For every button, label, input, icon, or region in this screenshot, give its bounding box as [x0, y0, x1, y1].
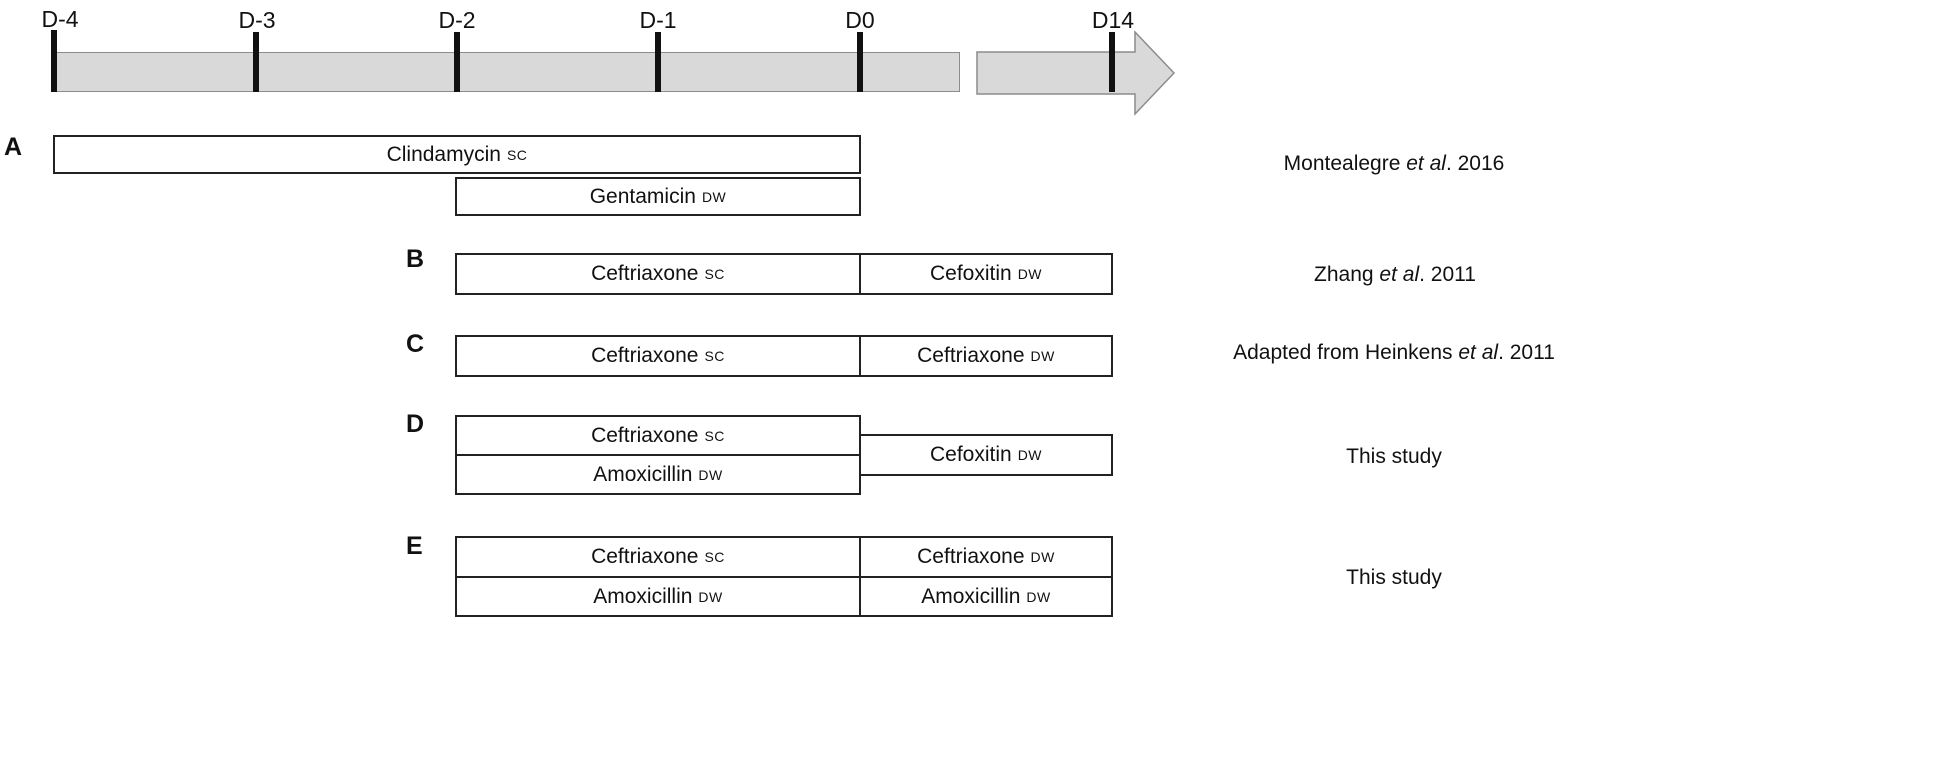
tick-d-2 [454, 32, 460, 92]
drug-name: Ceftriaxone [591, 423, 699, 447]
regimen-box-amoxicillin-dw: Amoxicillin DW [859, 576, 1113, 617]
route-label: SC [704, 348, 725, 364]
route-label: DW [698, 588, 723, 605]
regimen-box-ceftriaxone-sc: Ceftriaxone SC [455, 335, 861, 377]
route-label: DW [1026, 588, 1051, 605]
regimen-box-cefoxitin-dw: Cefoxitin DW [859, 253, 1113, 295]
reference-c: Adapted from Heinkens et al. 2011 [1233, 341, 1555, 364]
drug-name: Clindamycin [386, 142, 501, 166]
tick-d0 [857, 32, 863, 92]
route-label: DW [698, 466, 723, 483]
regimen-box-cefoxitin-dw: Cefoxitin DW [859, 434, 1113, 476]
reference-e: This study [1346, 566, 1442, 589]
drug-name: Ceftriaxone [591, 344, 699, 367]
route-label: SC [704, 266, 725, 282]
tick-d14 [1109, 32, 1115, 92]
drug-name: Amoxicillin [921, 584, 1021, 608]
panel-letter-c: C [406, 330, 425, 358]
route-label: SC [704, 427, 725, 444]
tick-label-d-1: D-1 [639, 7, 677, 33]
drug-name: Cefoxitin [929, 262, 1012, 285]
reference-d: This study [1346, 445, 1442, 468]
regimen-box-gentamicin: Gentamicin DW [455, 177, 861, 216]
tick-label-d-2: D-2 [438, 7, 476, 33]
route-label: DW [1017, 447, 1043, 463]
route-label: DW [1030, 348, 1055, 364]
route-label: SC [506, 146, 528, 163]
drug-name: Cefoxitin [929, 443, 1012, 466]
tick-d-4 [51, 30, 57, 92]
drug-name: Gentamicin [589, 184, 696, 208]
timeline-arrow [976, 30, 1176, 116]
regimen-box-clindamycin: Clindamycin SC [53, 135, 861, 174]
tick-d-3 [253, 32, 259, 92]
timeline-bar-main [54, 52, 960, 92]
panel-letter-e: E [406, 532, 423, 560]
route-label: DW [701, 188, 727, 205]
route-label: SC [704, 549, 725, 565]
drug-name: Ceftriaxone [591, 262, 699, 285]
tick-d-1 [655, 32, 661, 92]
regimen-box-amoxicillin-dw: Amoxicillin DW [455, 576, 861, 617]
panel-letter-d: D [406, 410, 425, 438]
route-label: DW [1017, 266, 1043, 282]
drug-name: Ceftriaxone [917, 545, 1025, 568]
regimen-box-amoxicillin-dw: Amoxicillin DW [455, 454, 861, 495]
panel-letter-b: B [406, 245, 425, 273]
reference-b: Zhang et al. 2011 [1314, 263, 1476, 286]
drug-name: Ceftriaxone [917, 344, 1025, 367]
tick-label-d-3: D-3 [238, 7, 276, 33]
regimen-box-ceftriaxone-sc: Ceftriaxone SC [455, 253, 861, 295]
drug-name: Ceftriaxone [591, 545, 699, 568]
reference-a: Montealegre et al. 2016 [1283, 152, 1505, 175]
regimen-box-ceftriaxone-sc: Ceftriaxone SC [455, 415, 861, 456]
tick-label-d-4: D-4 [41, 6, 79, 32]
drug-name: Amoxicillin [593, 462, 693, 486]
panel-letter-a: A [4, 133, 23, 161]
tick-label-d14: D14 [1091, 7, 1135, 33]
route-label: DW [1030, 549, 1055, 565]
drug-name: Amoxicillin [593, 584, 693, 608]
regimen-box-ceftriaxone-dw: Ceftriaxone DW [859, 335, 1113, 377]
regimen-box-ceftriaxone-sc: Ceftriaxone SC [455, 536, 861, 578]
regimen-box-ceftriaxone-dw: Ceftriaxone DW [859, 536, 1113, 578]
tick-label-d0: D0 [845, 7, 875, 33]
